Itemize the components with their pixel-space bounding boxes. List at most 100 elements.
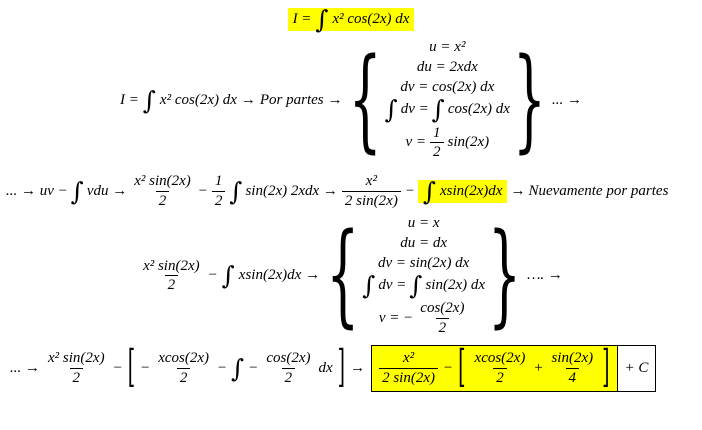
step3-text: xsin(2x)dx: [238, 267, 302, 284]
highlighted-integral-text: xsin(2x)dx: [439, 182, 503, 199]
fraction: 1 2: [211, 172, 226, 211]
step2-line: ... → uv − ∫ vdu → x² sin(2x) 2 − 1 2 ∫ …: [0, 172, 702, 211]
integral-symbol: ∫: [142, 86, 156, 115]
step1-lhs: I =: [120, 92, 139, 109]
system-row: dv = sin(2x) dx: [378, 254, 470, 271]
step3-line: x² sin(2x) 2 − ∫ xsin(2x)dx → { u = x du…: [0, 215, 702, 338]
fraction-denominator: 2: [176, 368, 191, 388]
system-row: du = 2xdx: [416, 59, 478, 76]
integral-symbol: ∫: [229, 176, 243, 206]
system-row: v = − cos(2x) 2: [379, 299, 469, 338]
title-lhs: I =: [292, 11, 312, 28]
fraction-denominator: 4: [565, 368, 580, 388]
fraction: x² sin(2x) 2: [131, 172, 194, 211]
integral-symbol: ∫: [221, 261, 235, 291]
integral-symbol: ∫: [70, 176, 84, 206]
fraction-numerator: cos(2x): [266, 350, 311, 367]
fraction-denominator: 2 sin(2x): [379, 368, 438, 388]
arrow-icon: →: [305, 267, 321, 284]
minus-sign: −: [248, 360, 259, 376]
system-rows: u = x du = dx dv = sin(2x) dx ∫ dv = ∫ s…: [359, 215, 488, 338]
system-row-text: sin(2x): [447, 134, 490, 151]
fraction: x² 2 sin(2x): [341, 172, 401, 211]
fraction: sin(2x) 4: [548, 349, 596, 388]
step2-text: sin(2x) 2xdx →: [245, 182, 338, 199]
step1-tail: ... →: [551, 92, 582, 109]
fraction-numerator: 1: [433, 124, 441, 141]
integral-symbol: ∫: [315, 5, 329, 34]
arrow-icon: →: [350, 360, 366, 376]
fraction: cos(2x) 2: [417, 299, 467, 338]
fraction: 1 2: [430, 124, 444, 163]
constant-of-integration: + C: [616, 346, 656, 391]
integral-symbol: ∫: [231, 353, 245, 383]
fraction-denominator: 2: [164, 275, 179, 295]
minus-sign: −: [404, 182, 415, 199]
highlighted-title-formula: I = ∫ x² cos(2x) dx: [287, 5, 415, 34]
bracket-left: [: [127, 342, 136, 393]
system-row-text: v =: [405, 134, 426, 151]
system-row: dv = cos(2x) dx: [400, 79, 495, 96]
final-start: ... →: [10, 360, 40, 376]
fraction: cos(2x) 2: [263, 349, 313, 388]
step3-tail: …. →: [527, 267, 563, 284]
fraction: xcos(2x) 2: [155, 349, 212, 388]
arrow-icon: →: [510, 182, 526, 199]
substitution-system-1: { u = x² du = 2xdx dv = cos(2x) dx ∫ dv …: [349, 39, 546, 162]
system-row: ∫ dv = ∫ sin(2x) dx: [362, 270, 485, 300]
step1-method-label: Por partes: [259, 92, 324, 109]
system-row-text: sin(2x) dx: [425, 276, 485, 293]
fraction-numerator: x²: [365, 173, 377, 189]
step2-start: ... → uv −: [6, 182, 68, 199]
fraction-numerator: sin(2x): [551, 350, 594, 367]
brace-left: {: [326, 211, 360, 341]
minus-sign: −: [217, 360, 228, 376]
title-line: I = ∫ x² cos(2x) dx: [0, 5, 702, 34]
fraction-numerator: xcos(2x): [474, 350, 526, 367]
bracket-right: ]: [602, 342, 610, 393]
integral-symbol: ∫: [409, 270, 423, 300]
final-answer-highlighted: x² 2 sin(2x) − [ xcos(2x) 2 + sin(2x) 4 …: [372, 342, 617, 393]
bracket-right: ]: [337, 342, 346, 393]
fraction-denominator: 2: [281, 368, 296, 388]
system-row-text: v = −: [378, 309, 414, 326]
integral-symbol: ∫: [384, 95, 398, 125]
system-row: v = 1 2 sin(2x): [405, 124, 489, 163]
minus-sign: −: [140, 360, 151, 376]
integral-symbol: ∫: [362, 270, 376, 300]
system-row: u = x: [407, 214, 440, 231]
bracket-left: [: [458, 342, 466, 393]
brace-left: {: [348, 36, 382, 166]
integral-symbol: ∫: [422, 176, 436, 206]
fraction-denominator: 2 sin(2x): [341, 190, 401, 211]
fraction-denominator: 2: [69, 368, 84, 388]
final-line: ... → x² sin(2x) 2 − [ − xcos(2x) 2 − ∫ …: [0, 345, 702, 392]
fraction-numerator: 1: [214, 173, 223, 189]
fraction-numerator: x² sin(2x): [143, 257, 200, 274]
brace-right: }: [488, 211, 522, 341]
system-row: u = x²: [429, 39, 466, 56]
fraction: xcos(2x) 2: [472, 349, 529, 388]
step1-expr: x² cos(2x) dx: [159, 92, 237, 109]
system-row-text: cos(2x) dx: [447, 101, 510, 118]
system-row: du = dx: [400, 234, 448, 251]
fraction-numerator: x² sin(2x): [48, 350, 105, 367]
fraction-denominator: 2: [155, 190, 170, 211]
system-row-text: dv =: [378, 276, 407, 293]
step1-line: I = ∫ x² cos(2x) dx → Por partes → { u =…: [0, 39, 702, 162]
fraction: x² 2 sin(2x): [379, 349, 438, 388]
step2-text: vdu →: [86, 182, 128, 199]
fraction: x² sin(2x) 2: [45, 349, 108, 388]
final-answer-box: x² 2 sin(2x) − [ xcos(2x) 2 + sin(2x) 4 …: [371, 342, 657, 393]
system-row: ∫ dv = ∫ cos(2x) dx: [384, 95, 510, 125]
system-row-text: dv =: [400, 101, 429, 118]
highlighted-remaining-integral: ∫ xsin(2x)dx: [417, 176, 508, 206]
fraction: x² sin(2x) 2: [140, 257, 203, 296]
step2-method-label: Nuevamente por partes: [528, 182, 669, 199]
brace-right: }: [512, 36, 546, 166]
fraction-denominator: 2: [435, 317, 450, 338]
title-rhs: x² cos(2x) dx: [332, 11, 410, 28]
differential-text: dx: [318, 360, 333, 376]
fraction-numerator: xcos(2x): [158, 350, 210, 367]
plus-sign: +: [533, 360, 544, 376]
